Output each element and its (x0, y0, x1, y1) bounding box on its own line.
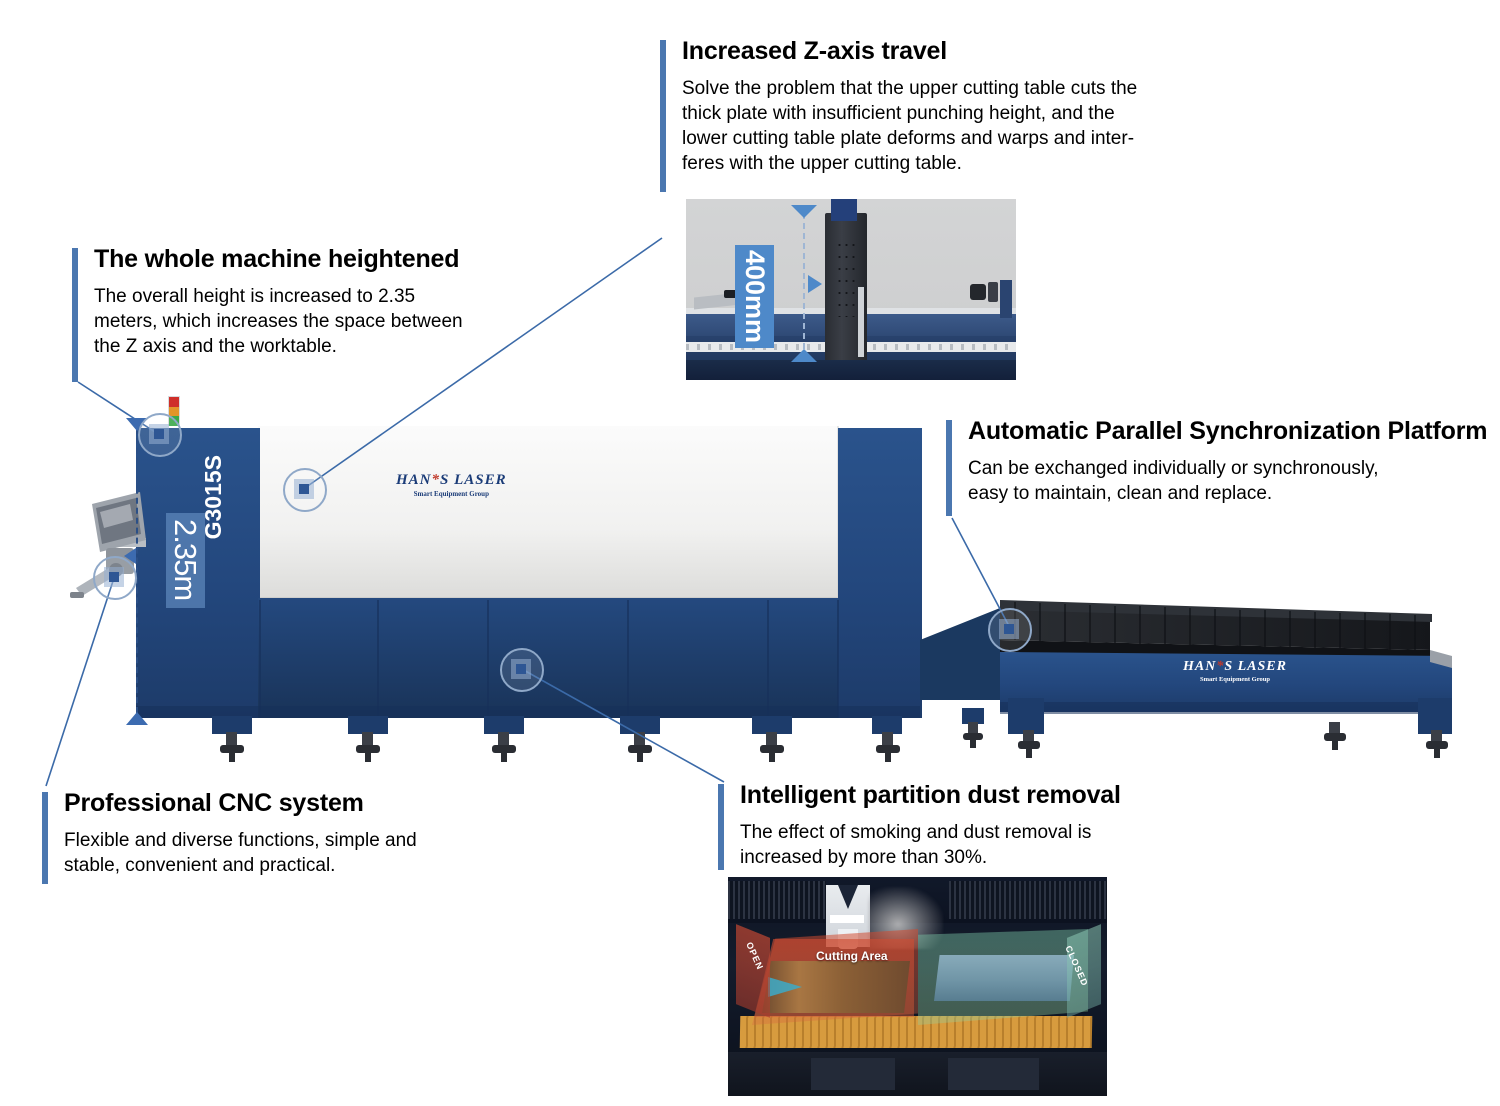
machine-cover-panel (258, 426, 838, 598)
photo-dust-grill-right (949, 881, 1107, 919)
brand-subtitle-table: Smart Equipment Group (1200, 676, 1270, 683)
hotspot-sync-platform[interactable] (988, 608, 1032, 652)
photo-under-bay (728, 1052, 1107, 1096)
callout-title: Intelligent partition dust removal (740, 781, 1121, 809)
callout-title: Professional CNC system (64, 789, 364, 817)
photo-carriage-top (831, 199, 857, 221)
photo-end-plate (1000, 280, 1012, 318)
hotspot-square-inner (1004, 624, 1014, 634)
exchange-table-slats (1000, 604, 1430, 650)
hans-laser-logo-main: HAN*S LASER Smart Equipment Group (396, 472, 507, 498)
callout-sync-platform: Automatic Parallel Synchronization Platf… (946, 417, 1498, 516)
dimension-arrow-bottom (126, 712, 148, 725)
callout-accent-bar (72, 248, 78, 382)
photo-dim-arrow-right-icon (808, 275, 822, 293)
callout-description: Flexible and diverse functions, simple a… (64, 829, 417, 876)
photo-table-clip (724, 290, 744, 298)
callout-description: The effect of smoking and dust removal i… (740, 821, 1092, 868)
callout-dust-removal: Intelligent partition dust removal The e… (718, 781, 1121, 870)
photo-dimension-line (803, 213, 805, 359)
callout-zaxis-travel: Increased Z-axis travel Solve the proble… (660, 37, 1200, 192)
photo-airflow-arrow-icon (768, 977, 802, 997)
machine-feet (212, 708, 984, 762)
height-dimension-line (136, 428, 138, 723)
dust-removal-photo: OPEN CLOSED Cutting Area (728, 877, 1107, 1096)
callout-title: Automatic Parallel Synchronization Platf… (968, 417, 1488, 445)
hotspot-square-inner (299, 484, 309, 494)
z-travel-dimension-label: 400mm (735, 245, 774, 349)
callout-description: The overall height is increased to 2.35 … (94, 285, 463, 357)
leader-line-cnc (45, 577, 115, 787)
hotspot-machine-height[interactable] (138, 413, 182, 457)
callout-title: The whole machine heightened (94, 245, 460, 273)
hotspot-zaxis-travel[interactable] (283, 468, 327, 512)
photo-floor (686, 360, 1016, 380)
callout-machine-heightened: The whole machine heightened The overall… (72, 245, 502, 382)
hans-laser-logo-table: HAN*S LASER Smart Equipment Group (1183, 659, 1287, 683)
photo-lid-open (736, 924, 770, 1018)
photo-carriage-bolts (836, 239, 856, 317)
exchange-table-feet (1018, 722, 1448, 758)
photo-head-logo (830, 915, 864, 923)
brand-subtitle: Smart Equipment Group (413, 490, 489, 498)
callout-accent-bar (718, 784, 724, 870)
hotspot-square-inner (154, 429, 164, 439)
photo-z-rail (858, 287, 864, 357)
callout-cnc-system: Professional CNC system Flexible and div… (42, 789, 472, 884)
callout-accent-bar (42, 792, 48, 884)
zaxis-travel-photo: 400mm (686, 199, 1016, 380)
hotspot-dust-removal[interactable] (500, 648, 544, 692)
photo-knob-secondary (988, 282, 998, 302)
callout-accent-bar (946, 420, 952, 516)
hotspot-square-inner (109, 572, 119, 582)
photo-cutting-head-v (838, 885, 858, 909)
callout-description: Solve the problem that the upper cutting… (682, 77, 1138, 174)
callout-description: Can be exchanged individually or synchro… (968, 457, 1379, 504)
photo-dim-arrow-top-icon (791, 205, 817, 218)
machine-height-label: 2.35m (166, 513, 205, 609)
photo-dim-arrow-bottom-icon (791, 349, 817, 362)
hotspot-square-inner (516, 664, 526, 674)
hotspot-ring-icon (93, 556, 137, 600)
photo-loaded-sheet (934, 955, 1074, 1001)
photo-knob (970, 284, 986, 300)
callout-accent-bar (660, 40, 666, 192)
cutting-area-label: Cutting Area (816, 949, 888, 963)
hotspot-cnc-system[interactable] (93, 556, 137, 600)
callout-title: Increased Z-axis travel (682, 37, 947, 65)
leader-line-dust (519, 667, 725, 783)
photo-dust-grill-left (728, 881, 826, 919)
